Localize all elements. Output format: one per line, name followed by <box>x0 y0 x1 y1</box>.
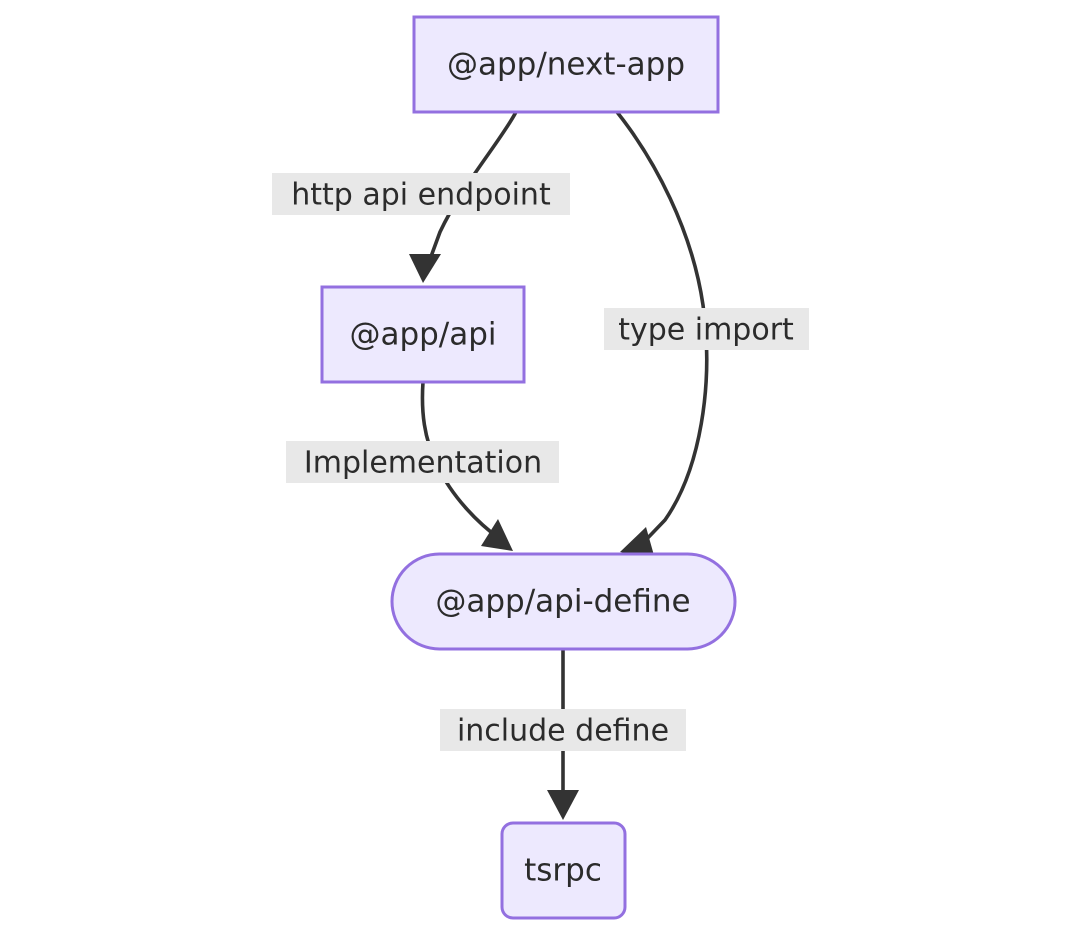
edge-label-background <box>604 308 809 350</box>
edge-label-background <box>440 709 686 751</box>
edge-label-include-define: include define <box>440 709 686 751</box>
node-next-app[interactable]: @app/next-app <box>412 15 720 114</box>
node-api[interactable]: @app/api <box>320 285 526 384</box>
edge-label-background <box>286 441 559 483</box>
edge-label-implementation: Implementation <box>286 441 559 483</box>
arrowhead-icon <box>481 519 513 551</box>
edge-path-type-import <box>615 110 709 547</box>
node-shape-rounded-rectangle[interactable] <box>500 821 627 920</box>
node-tsrpc[interactable]: tsrpc <box>500 821 627 920</box>
node-shape-rectangle[interactable] <box>412 15 720 114</box>
arrowhead-icon <box>620 527 655 559</box>
edge-path-http-api-endpoint <box>427 111 518 263</box>
edge-next-app-to-api-define <box>615 110 709 559</box>
edge-label-type-import: type import <box>604 308 809 350</box>
edge-label-http-api-endpoint: http api endpoint <box>272 173 570 215</box>
edge-next-app-to-api <box>409 111 518 283</box>
arrowhead-icon <box>409 254 441 283</box>
edge-label-background <box>272 173 570 215</box>
arrowhead-icon <box>547 790 579 820</box>
node-shape-stadium[interactable] <box>390 552 737 651</box>
node-shape-rectangle[interactable] <box>320 285 526 384</box>
node-api-define[interactable]: @app/api-define <box>390 552 737 651</box>
